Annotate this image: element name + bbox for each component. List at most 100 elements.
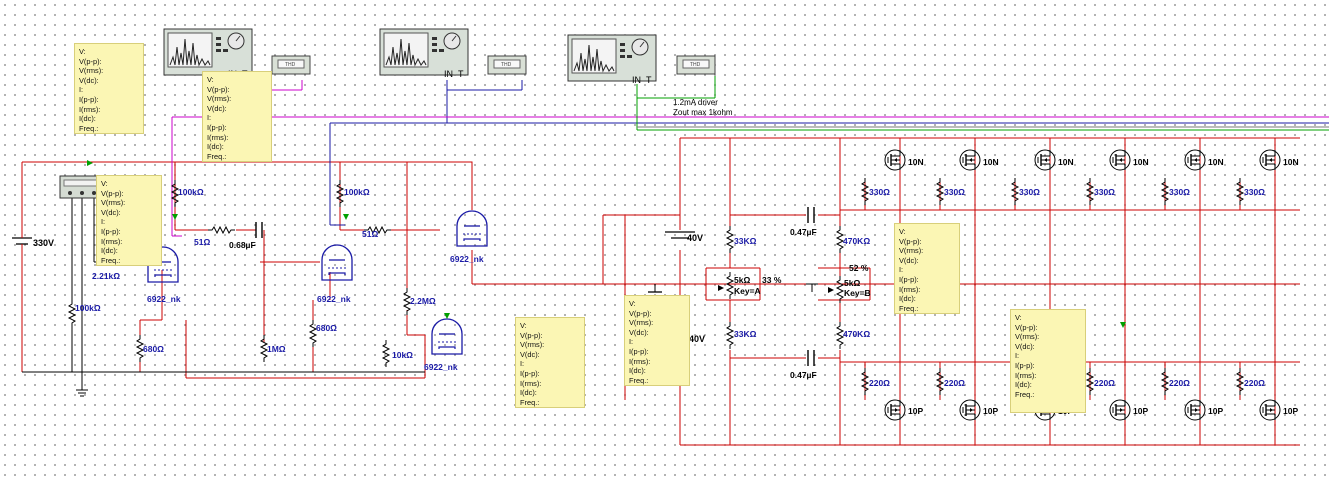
resistor-icon[interactable]: 330Ω xyxy=(1086,177,1115,206)
resistor-icon[interactable]: 33KΩ xyxy=(726,225,757,254)
resistor-icon[interactable]: 220Ω xyxy=(861,367,890,396)
battery-icon[interactable]: 40V xyxy=(665,231,703,243)
mosfet-icon[interactable]: 10P xyxy=(1184,399,1223,421)
probe-line: V(p-p): xyxy=(79,56,102,66)
mosfet-icon[interactable]: 10N xyxy=(1109,149,1149,171)
measurement-probe[interactable]: V: V(p-p): V(rms): V(dc): I: I(p-p): I(r… xyxy=(624,295,690,386)
resistor-icon[interactable]: 680Ω xyxy=(136,334,164,363)
r-33k-top-label: 33KΩ xyxy=(734,236,757,246)
resistor-icon[interactable]: 220Ω xyxy=(1236,367,1265,396)
r-330-label: 330Ω xyxy=(1094,187,1115,197)
probe-line: I(dc): xyxy=(207,142,224,152)
probe-line: I(rms): xyxy=(79,104,101,114)
mosfet-icon[interactable]: 10P xyxy=(884,399,923,421)
probe-line: V(dc): xyxy=(520,349,540,359)
probe-line: V(dc): xyxy=(207,103,227,113)
triode-icon[interactable]: 6922_nk xyxy=(450,210,488,264)
mosfet-icon[interactable]: 10N xyxy=(884,149,924,171)
spectrum-analyzer-icon[interactable]: IN T xyxy=(567,34,657,85)
mosfet-icon[interactable]: 10N xyxy=(1259,149,1299,171)
r-330-label: 330Ω xyxy=(1244,187,1265,197)
triode-icon[interactable]: 6922_nk xyxy=(147,246,181,304)
probe-line: V(p-p): xyxy=(101,188,124,198)
resistor-icon[interactable]: 220Ω xyxy=(1161,367,1190,396)
probe-line: V(p-p): xyxy=(520,330,543,340)
resistor-icon[interactable]: 10kΩ xyxy=(382,339,413,368)
measurement-probe[interactable]: V: V(p-p): V(rms): V(dc): I: I(p-p): I(r… xyxy=(96,175,162,266)
resistor-icon[interactable]: 330Ω xyxy=(1161,177,1190,206)
nmos-label: 10N xyxy=(983,157,999,167)
r-220-label: 220Ω xyxy=(869,378,890,388)
pot-b-key-label: Key=B xyxy=(844,288,871,298)
resistor-icon[interactable]: 51Ω xyxy=(194,226,236,247)
triode-icon[interactable]: 6922_nk xyxy=(317,244,353,304)
mosfet-icon[interactable]: 10P xyxy=(959,399,998,421)
probe-line: I(rms): xyxy=(899,284,921,294)
probe-line: V: xyxy=(899,227,906,236)
resistor-icon[interactable]: 100kΩ xyxy=(68,299,101,328)
mosfet-icon[interactable]: 10P xyxy=(1259,399,1298,421)
potentiometer-icon[interactable]: 52 % 5kΩ Key=B xyxy=(828,263,871,304)
resistor-icon[interactable]: 330Ω xyxy=(1011,177,1040,206)
resistor-icon[interactable]: 220Ω xyxy=(1086,367,1115,396)
probe-line: V(dc): xyxy=(629,327,649,337)
nmos-label: 10N xyxy=(1208,157,1224,167)
mosfet-icon[interactable]: 10N xyxy=(959,149,999,171)
resistor-icon[interactable]: 33KΩ xyxy=(726,321,757,350)
analyzer-t-label: T xyxy=(646,75,652,85)
resistor-icon[interactable]: 100kΩ xyxy=(336,179,370,208)
resistor-icon[interactable]: 100kΩ xyxy=(171,179,204,208)
ground-icon xyxy=(76,389,88,397)
thd-label: THD xyxy=(285,62,296,68)
ground-icon xyxy=(806,283,818,292)
resistor-icon[interactable]: 51Ω xyxy=(362,226,392,239)
battery-40v-top-label: 40V xyxy=(687,233,703,243)
probe-line: V: xyxy=(629,299,636,308)
probe-line: I(dc): xyxy=(101,246,118,256)
resistor-icon[interactable]: 680Ω xyxy=(309,319,337,348)
resistor-icon[interactable]: 220Ω xyxy=(936,367,965,396)
distortion-analyzer-icon[interactable]: THD xyxy=(271,55,311,75)
mosfet-icon[interactable]: 10N xyxy=(1034,149,1074,171)
c-068-label: 0.68µF xyxy=(229,240,256,250)
probe-line: V(rms): xyxy=(520,340,545,350)
mosfet-icon[interactable]: 10P xyxy=(1109,399,1148,421)
battery-icon[interactable]: 330V xyxy=(12,230,54,252)
resistor-icon[interactable]: 330Ω xyxy=(861,177,890,206)
resistor-icon[interactable]: 330Ω xyxy=(1236,177,1265,206)
r-330-label: 330Ω xyxy=(1019,187,1040,197)
mosfet-icon[interactable]: 10N xyxy=(1184,149,1224,171)
r-51-2-label: 51Ω xyxy=(362,229,378,239)
resistor-icon[interactable]: 2.2MΩ xyxy=(403,287,436,316)
note-zout-label: Zout max 1kohm xyxy=(673,108,733,117)
measurement-probe[interactable]: V: V(p-p): V(rms): V(dc): I: I(p-p): I(r… xyxy=(515,317,585,408)
measurement-probe[interactable]: V: V(p-p): V(rms): V(dc): I: I(p-p): I(r… xyxy=(894,223,960,314)
r-220-label: 220Ω xyxy=(944,378,965,388)
potentiometer-icon[interactable]: 5kΩ 33 % Key=A xyxy=(718,271,782,300)
resistor-icon[interactable]: 470KΩ xyxy=(836,225,870,254)
distortion-analyzer-icon[interactable]: THD xyxy=(487,55,527,75)
r-330-label: 330Ω xyxy=(869,187,890,197)
measurement-probe[interactable]: V: V(p-p): V(rms): V(dc): I: I(p-p): I(r… xyxy=(1010,309,1086,413)
probe-line: Freq.: xyxy=(79,123,99,133)
resistor-icon[interactable]: 470KΩ xyxy=(836,321,870,350)
triode-icon[interactable]: 6922_nk xyxy=(424,318,463,372)
resistor-icon[interactable]: 1MΩ xyxy=(260,334,286,363)
resistor-icon[interactable]: 330Ω xyxy=(936,177,965,206)
measurement-probe[interactable]: V: V(p-p): V(rms): V(dc): I: I(p-p): I(r… xyxy=(202,71,272,162)
probe-line: I(p-p): xyxy=(629,346,649,356)
capacitor-icon[interactable]: 0.47µF xyxy=(790,350,817,380)
probe-line: I: xyxy=(520,359,525,369)
probe-line: V: xyxy=(101,179,108,188)
probe-line: I(rms): xyxy=(101,236,123,246)
capacitor-icon[interactable]: 0.47µF xyxy=(790,207,817,237)
distortion-analyzer-icon[interactable]: THD xyxy=(676,55,716,75)
r-100k-2-label: 100kΩ xyxy=(344,187,370,197)
output-pmos-row: 10P 10P 10P 10P 10P 10P xyxy=(884,399,1298,421)
measurement-probe[interactable]: V: V(p-p): V(rms): V(dc): I: I(p-p): I(r… xyxy=(74,43,144,134)
probe-line: I(dc): xyxy=(1015,380,1032,390)
function-generator-icon[interactable] xyxy=(59,175,107,199)
capacitor-icon[interactable]: 0.68µF xyxy=(229,222,263,250)
spectrum-analyzer-icon[interactable]: IN T xyxy=(379,28,469,79)
